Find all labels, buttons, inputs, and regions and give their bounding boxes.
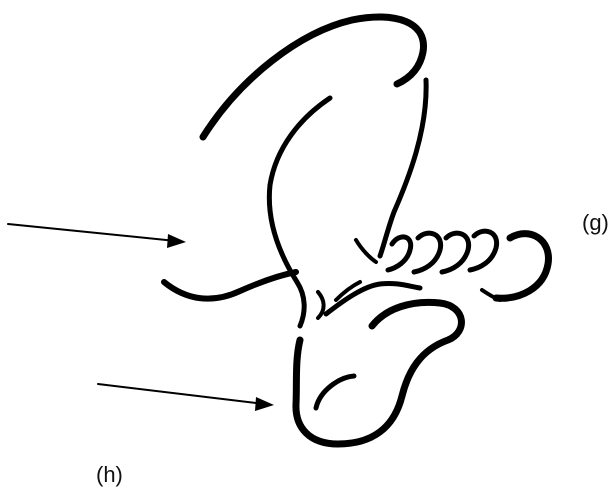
pointer-arrow-upper [8, 224, 186, 248]
arrow-upper-shaft [8, 224, 176, 241]
coil-loop-4 [470, 231, 497, 270]
arrow-upper-head [167, 234, 186, 248]
bulb-inner-curl-stroke [316, 376, 354, 408]
coil-tick-left [356, 240, 376, 262]
lower-bulb-shape [164, 272, 461, 444]
label-g: (g) [582, 212, 609, 234]
arrow-lower-head [255, 397, 274, 411]
coil-end-loop [496, 234, 548, 299]
pointer-arrow-lower [98, 384, 274, 411]
small-stroke-a [318, 292, 324, 318]
coil-loop-2 [414, 233, 441, 272]
bulb-body-stroke [296, 302, 462, 444]
main-hook-shape [203, 17, 426, 326]
outer-arc-stroke [203, 17, 424, 137]
label-h: (h) [96, 464, 123, 486]
inner-stem-left-stroke [269, 98, 330, 326]
arrow-lower-shaft [98, 384, 264, 404]
left-sweep-stroke [164, 272, 296, 299]
coil-loop-1 [388, 237, 411, 270]
inner-stem-right-stroke [380, 80, 426, 256]
coil-loop-3 [442, 233, 469, 272]
